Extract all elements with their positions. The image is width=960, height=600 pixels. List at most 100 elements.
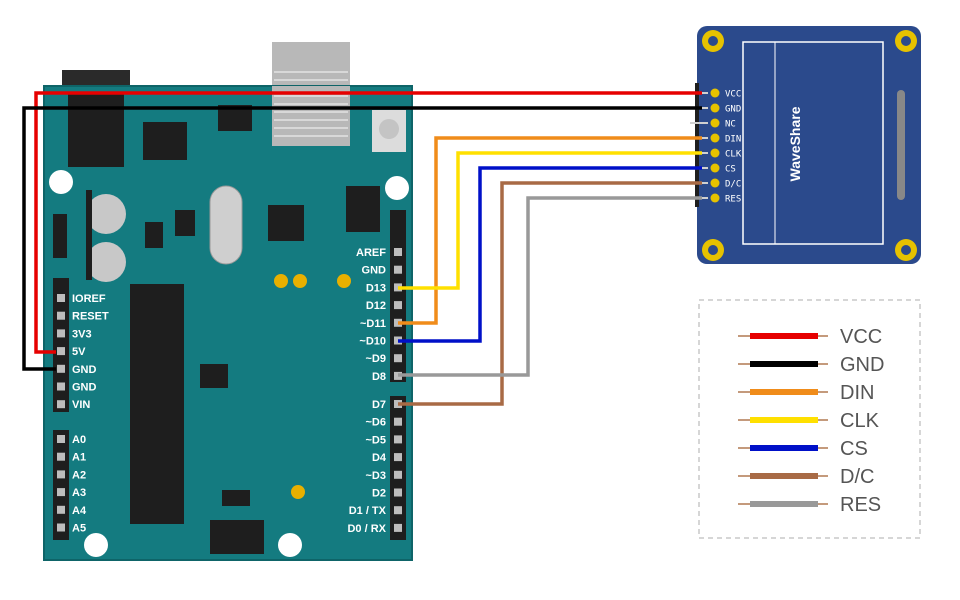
digital-pin-label: D7 [372,399,386,411]
digital-pin-label: ~D10 [359,336,386,348]
digital-pin-label: ~D5 [366,434,387,446]
oled-pin-label: DIN [725,135,741,145]
oled-pcb [697,26,921,264]
oled-pin-label: CS [725,165,736,175]
header-pin [394,354,402,363]
led [274,274,288,288]
header-pin [394,506,402,515]
header-pin [394,470,402,479]
usb-connector-ribs-lower [274,95,348,137]
header-pin [57,400,65,409]
wire-res [398,196,702,377]
header-pin [394,301,402,310]
wire-dc [398,181,702,406]
reset-button-cap [379,119,399,139]
capacitor-base [86,190,92,280]
oled-brand: WaveShare [787,106,803,181]
header-pin [57,294,65,302]
small-chip [145,222,163,248]
legend-label: VCC [840,326,882,348]
analog-pin-label: A0 [72,434,86,446]
oled-pin-label: GND [725,105,741,115]
wires [22,91,702,406]
analog-pin-label: A4 [72,505,87,517]
header-pin [57,364,65,373]
oled-screen-inner [774,41,884,245]
led [337,274,351,288]
header-pin [57,452,65,461]
wire-vcc [34,91,702,354]
oled-pin-label: D/C [725,180,741,190]
header-pin [394,435,402,444]
power-pin-label: VIN [72,399,90,411]
icsp-header [346,186,380,232]
header-pin [394,417,402,426]
header-pin [57,523,65,532]
digital-pin-label: D8 [372,371,386,383]
digital-pin-label: GND [362,265,387,277]
regulator-chip [143,122,187,160]
header-pin [394,248,402,256]
legend-label: CS [840,438,868,460]
oled-pin-label: NC [725,120,736,130]
small-chip [222,490,250,506]
oled-pin-pad [710,103,720,113]
header-pin [394,523,402,532]
digital-pin-label: D13 [366,282,386,294]
power-pin-label: GND [72,364,97,376]
header-pin [57,488,65,497]
legend-label: RES [840,494,881,516]
mounting-hole [49,170,73,194]
header-pin [57,435,65,443]
oled-pin-pad [710,133,720,143]
analog-pin-label: A5 [72,523,86,535]
small-chip [175,210,195,236]
header-pin [57,311,65,320]
header-pin [394,488,402,497]
wire-gnd [22,106,702,371]
power-jack-body [68,92,124,167]
capacitor [86,194,126,234]
capacitor [86,242,126,282]
mounting-hole [278,533,302,557]
icsp-header [210,520,264,554]
digital-pin-label: ~D6 [366,417,387,429]
power-pin-label: 5V [72,346,86,358]
header-pin [57,347,65,356]
power-pin-label: IOREF [72,293,106,305]
digital-pin-label: D4 [372,452,387,464]
power-header [53,278,69,412]
header-pin [394,265,402,274]
small-chip [200,364,228,388]
power-pin-label: GND [72,382,97,394]
oled-ribbon [897,90,905,200]
digital-pin-label: D1 / TX [349,505,387,517]
power-pin-label: 3V3 [72,328,92,340]
digital-pin-label: ~D11 [360,318,386,330]
mounting-hole [84,533,108,557]
crystal-oscillator [209,185,243,265]
digital-pin-label: ~D9 [366,353,387,365]
header-pin [57,382,65,391]
digital-header-low [390,396,406,540]
oled-pin-pad [710,193,720,203]
digital-pin-label: D2 [372,488,386,500]
header-pin [57,470,65,479]
oled-pin-label: VCC [725,90,741,100]
oled-pin-pad [710,178,720,188]
oled-pin-pad [710,148,720,158]
mounting-hole [385,176,409,200]
wire-clk [398,151,702,290]
header-pin [394,453,402,462]
small-header [53,214,67,258]
legend-label: D/C [840,466,874,488]
analog-pin-label: A1 [72,452,86,464]
digital-pin-label: D0 / RX [347,523,386,535]
header-pin [57,329,65,338]
oled-pin-label: CLK [725,150,742,160]
oled-pin-pad [710,88,720,98]
oled-pin-pad [710,163,720,173]
power-pin-label: RESET [72,311,109,323]
